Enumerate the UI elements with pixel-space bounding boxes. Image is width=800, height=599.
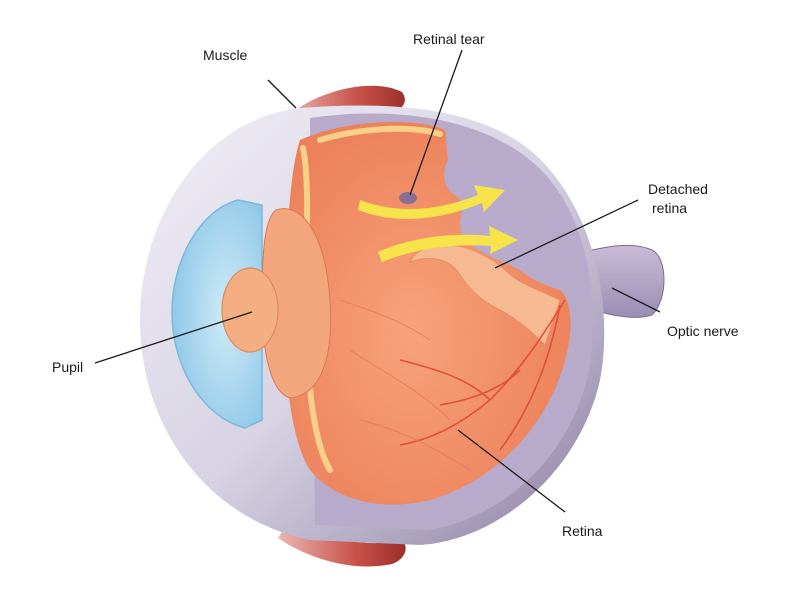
label-muscle: Muscle: [203, 47, 248, 63]
pupil-shape: [221, 267, 279, 353]
leader-detached-retina: [494, 199, 639, 269]
leader-muscle: [267, 79, 297, 109]
label-pupil: Pupil: [52, 359, 83, 375]
retina-veins-faint: [339, 299, 471, 471]
iris-block: [261, 208, 332, 399]
label-detached-line2: retina: [652, 200, 687, 216]
fluid-arrows: [358, 185, 518, 262]
retina-top-highlight: [317, 125, 443, 143]
retinal-tear-hole: [399, 192, 417, 204]
leader-optic-nerve: [611, 287, 661, 313]
leader-retinal-tear: [409, 49, 463, 196]
retina-vessels: [399, 299, 566, 451]
label-optic-nerve: Optic nerve: [667, 323, 739, 339]
leader-retina: [457, 429, 566, 513]
label-retina: Retina: [562, 523, 603, 539]
retina-body: [284, 121, 571, 505]
label-detached-line1: Detached: [648, 181, 708, 197]
label-retinal-tear: Retinal tear: [413, 31, 485, 47]
cornea: [171, 199, 263, 429]
leader-pupil: [94, 311, 253, 364]
